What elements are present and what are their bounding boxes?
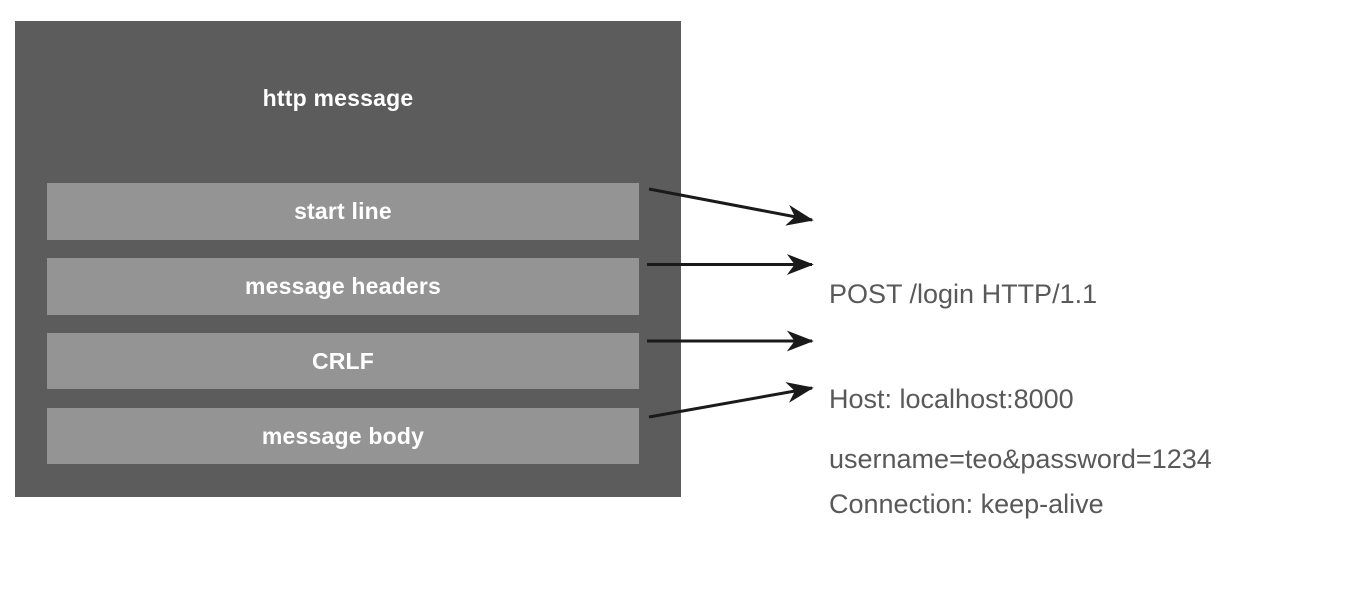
raw-http-line-host-header: Host: localhost:8000 (829, 384, 1074, 414)
part-label-start-line: start line (294, 198, 392, 224)
part-label-message-body: message body (261, 422, 425, 449)
raw-http-line-start-line: POST /login HTTP/1.1 (829, 279, 1098, 309)
diagram-title: http message (262, 85, 414, 111)
part-label-crlf: CRLF (311, 347, 375, 374)
http-message-container: http message start line message headers … (15, 21, 681, 497)
raw-http-line-connection-header: Connection: keep-alive (829, 489, 1104, 519)
raw-http-head-block: POST /login HTTP/1.1 Host: localhost:800… (829, 207, 1104, 592)
part-box-message-headers: message headers (47, 258, 639, 315)
part-label-message-headers: message headers (244, 273, 442, 299)
http-message-diagram: http message start line message headers … (15, 21, 1212, 519)
part-box-crlf: CRLF (47, 333, 639, 389)
raw-http-body-block: username=teo&password=1234 (829, 372, 1212, 547)
raw-http-line-message-body: username=teo&password=1234 (829, 444, 1212, 474)
part-box-message-body: message body (47, 408, 639, 464)
part-box-start-line: start line (47, 183, 639, 240)
